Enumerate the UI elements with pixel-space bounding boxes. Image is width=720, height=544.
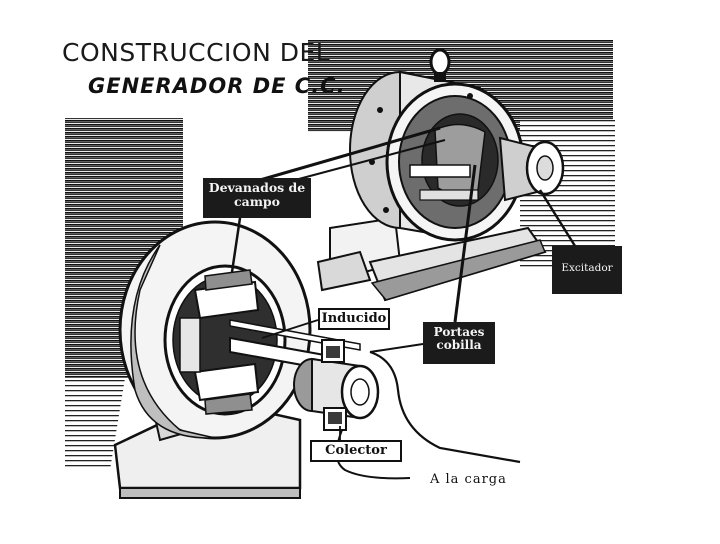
label-brush-holder: Portaes cobilla [423, 322, 495, 364]
label-field-windings: Devanados de campo [203, 178, 311, 218]
label-armature: Inducido [318, 308, 390, 330]
label-field-windings-line2: campo [203, 195, 311, 209]
label-brush-holder-line2: cobilla [423, 339, 495, 352]
label-to-load: A la carga [430, 472, 507, 487]
label-exciter: Excitador [552, 246, 622, 294]
title-line-2: GENERADOR DE C.C. [88, 74, 346, 98]
label-field-windings-line1: Devanados de [203, 181, 311, 195]
title-line-1: CONSTRUCCION DEL [62, 38, 330, 67]
label-commutator: Colector [310, 440, 402, 462]
